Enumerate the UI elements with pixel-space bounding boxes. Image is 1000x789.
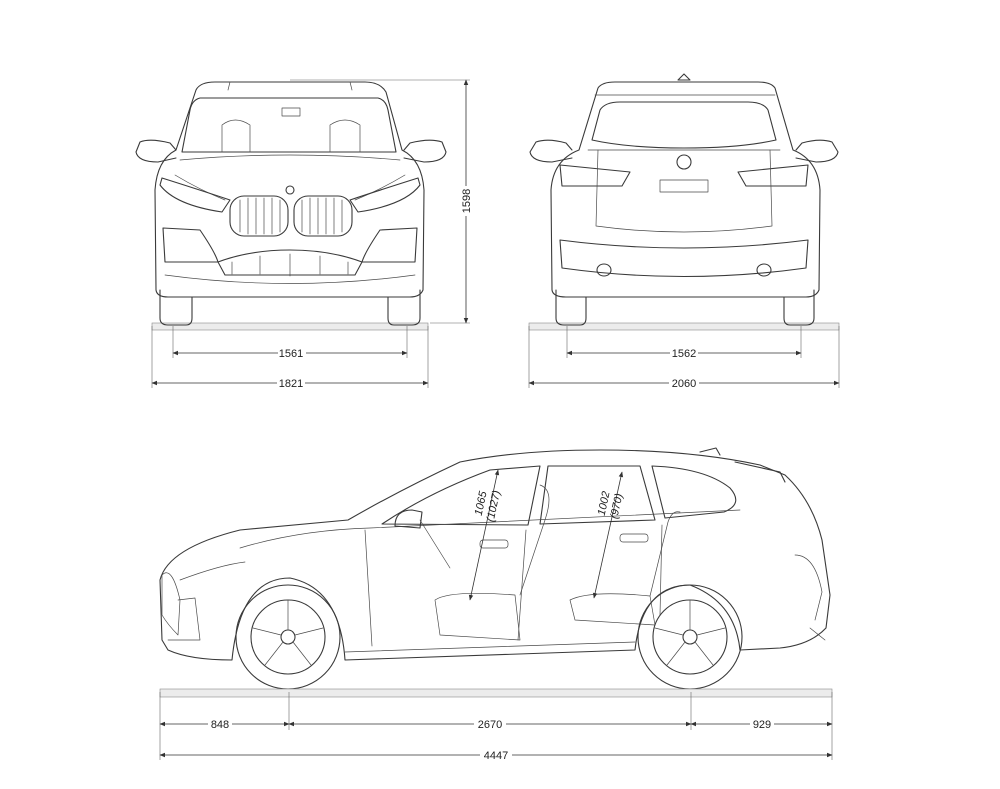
side-view [159, 447, 833, 698]
front-height-label: 1598 [461, 189, 473, 213]
front-logo-icon [285, 185, 295, 195]
front-left-air-intake [162, 227, 219, 263]
side-front-door-handle [479, 539, 509, 549]
side-front-spokes [252, 599, 324, 666]
front-seats-mirror [221, 107, 361, 153]
front-headroom-label: 1065 [473, 489, 490, 516]
side-headlight-line [179, 561, 246, 581]
rear-right-mirror [795, 139, 839, 163]
front-roof-rails [227, 81, 353, 91]
front-ground-strip [151, 322, 429, 331]
rear-ground-strip [528, 322, 840, 331]
front-right-kidney-grille [293, 195, 353, 237]
rear-bumper [559, 239, 809, 278]
rear-track-label: 1562 [672, 348, 696, 360]
rear-headroom-dimension-line [592, 471, 624, 599]
rear-right-exhaust [756, 263, 772, 277]
front-view [135, 81, 447, 331]
side-steering-wheel [419, 519, 451, 569]
front-overhang-label: 848 [211, 719, 229, 731]
side-body-outline [159, 449, 831, 661]
rear-left-exhaust [596, 263, 612, 277]
front-left-kidney-grille [229, 195, 289, 237]
side-quarter-window [651, 465, 737, 519]
front-right-tyre [387, 289, 421, 326]
wheelbase-label: 2670 [478, 719, 502, 731]
front-width-label: 1821 [279, 378, 303, 390]
rear-overhang-label: 929 [753, 719, 771, 731]
side-mirror [394, 509, 423, 529]
front-right-mirror [403, 139, 447, 163]
side-front-window [381, 465, 541, 526]
front-windshield [181, 97, 397, 153]
rear-headroom-alt-label: (970) [608, 492, 625, 520]
dimension-lines [151, 79, 840, 760]
side-roof-spoiler [699, 447, 786, 483]
side-front-intake [167, 597, 201, 641]
front-body-outline [154, 81, 425, 298]
rear-tailgate-lines [595, 149, 773, 233]
rear-roofline [587, 94, 781, 151]
side-rear-light [794, 554, 826, 641]
dimension-labels: 1561 1821 1598 1562 2060 848 2670 929 44… [208, 186, 774, 762]
rear-left-tail-light [559, 164, 631, 187]
front-right-headlight [349, 177, 421, 213]
rear-body-outline [550, 81, 821, 298]
front-track-label: 1561 [279, 348, 303, 360]
rear-left-mirror [529, 139, 573, 163]
side-belt-line [239, 509, 741, 549]
rear-width-label: 2060 [672, 378, 696, 390]
front-left-headlight [159, 177, 231, 213]
front-left-tyre [159, 289, 193, 326]
rear-antenna-icon [677, 73, 691, 81]
front-lower-grille [217, 249, 363, 276]
side-rear-door-handle [619, 533, 649, 543]
side-front-grille [161, 572, 181, 636]
front-bumper-lines [164, 253, 416, 284]
rear-left-tyre [555, 289, 587, 326]
front-headroom-dimension-line [468, 469, 500, 601]
side-door-seams [364, 524, 663, 647]
overall-length-label: 4447 [484, 750, 508, 762]
rear-window [591, 101, 777, 149]
rear-headroom-label: 1002 [596, 490, 613, 516]
rear-right-tyre [783, 289, 815, 326]
rear-logo-icon [676, 154, 692, 170]
side-rear-spokes [654, 599, 726, 666]
side-ground-strip [159, 688, 833, 698]
front-hood-lines [174, 154, 406, 201]
side-rear-seat [569, 511, 681, 626]
side-rear-window [539, 465, 656, 525]
front-right-air-intake [361, 227, 418, 263]
rear-view [528, 73, 840, 331]
front-grille-bars [239, 197, 343, 235]
front-left-mirror [135, 139, 177, 163]
rear-right-tail-light [737, 164, 809, 187]
side-rocker [344, 641, 636, 653]
rear-plate-recess [659, 179, 709, 193]
